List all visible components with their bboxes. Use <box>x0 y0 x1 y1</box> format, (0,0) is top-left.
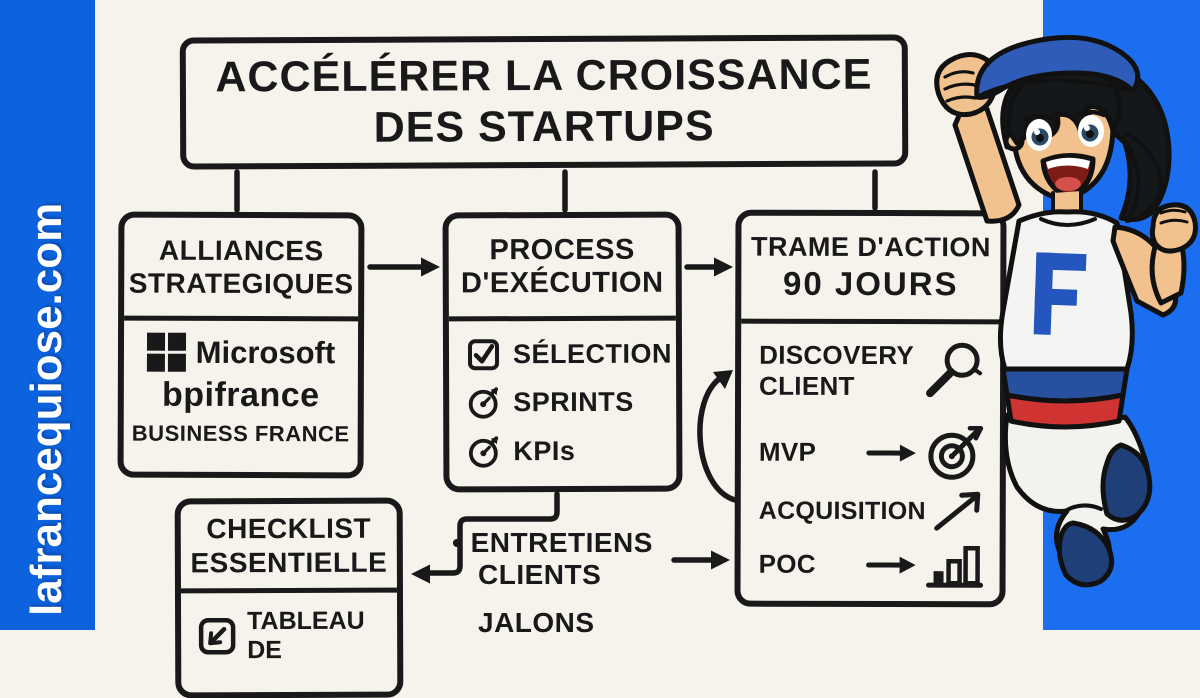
right-blue-panel <box>1043 0 1200 630</box>
watermark-text: lafrancequiose.com <box>22 202 71 616</box>
microsoft-logo <box>146 332 186 372</box>
process-item-selection: SÉLECTION <box>467 337 676 372</box>
connector-process-discovery-curve <box>697 374 738 503</box>
checklist-item-tableau: TABLEAU DE <box>181 593 397 666</box>
trame-item-poc: POC <box>759 542 984 589</box>
box-alliances-header: ALLIANCES STRATEGIQUES <box>124 217 359 322</box>
arrow-right-icon <box>866 556 916 574</box>
stopwatch-icon <box>468 387 499 419</box>
arrow-right-icon <box>866 444 916 462</box>
partner-microsoft: Microsoft <box>146 332 336 373</box>
dashboard-icon <box>198 617 236 655</box>
trame-item-discovery-client: DISCOVERY CLIENT <box>759 338 984 405</box>
partner-business-france: BUSINESS FRANCE <box>131 420 350 447</box>
box-checklist-essentielle: CHECKLIST ESSENTIELLE TABLEAU DE <box>174 497 404 698</box>
target-icon <box>928 426 984 480</box>
box-alliances-strategiques: ALLIANCES STRATEGIQUES Microsoft bpifran… <box>117 211 365 479</box>
partner-bpifrance: bpifrance <box>161 375 320 415</box>
box-checklist-header: CHECKLIST ESSENTIELLE <box>180 503 397 594</box>
watermark-band: lafrancequiose.com <box>0 0 95 630</box>
process-item-sprints: SPRINTS <box>467 384 676 421</box>
trend-up-icon <box>934 491 981 531</box>
box-process-header: PROCESS D'EXÉCUTION <box>448 217 676 322</box>
title-line-1: ACCÉLÉRER LA CROISSANCE <box>215 50 873 102</box>
trame-item-acquisition: ACQUISITION <box>759 490 984 533</box>
trame-item-mvp: MVP <box>759 424 984 483</box>
note-partial-jalons: JALONS <box>478 607 595 638</box>
checkbox-icon <box>467 339 500 371</box>
stopwatch-icon <box>468 436 499 468</box>
title-box: ACCÉLÉRER LA CROISSANCE DES STARTUPS <box>179 34 909 170</box>
notes-list: • ENTRETIENS CLIENTS JALONS <box>452 527 653 638</box>
box-trame-action-90-jours: TRAME D'ACTION 90 JOURS DISCOVERY CLIENT… <box>734 209 1007 608</box>
title-line-2: DES STARTUPS <box>373 102 715 152</box>
note-entretiens-clients: • ENTRETIENS <box>452 527 653 558</box>
magnifier-icon <box>926 342 983 398</box>
process-item-kpis: KPIs <box>467 433 676 470</box>
bar-chart-icon <box>926 545 984 588</box>
box-process-execution: PROCESS D'EXÉCUTION SÉLECTION SPRINTS <box>442 211 683 493</box>
box-trame-header: TRAME D'ACTION 90 JOURS <box>741 215 1001 325</box>
